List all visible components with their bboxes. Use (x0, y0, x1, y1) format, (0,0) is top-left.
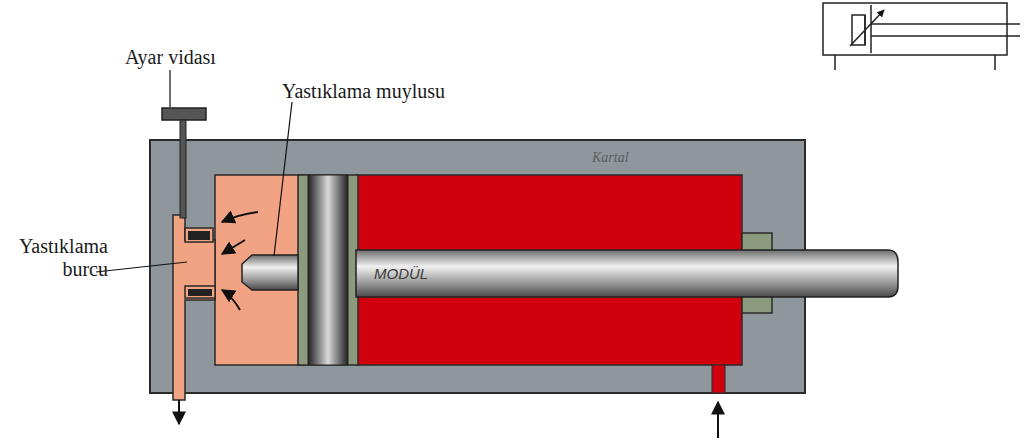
leader-lines (96, 70, 292, 272)
cylinder-symbol (823, 3, 1020, 70)
part-label: Yastıklama burcu (0, 235, 108, 281)
piston-seal (308, 175, 348, 365)
cushion-chamber (215, 175, 305, 365)
inlet-port (712, 365, 725, 393)
inlet-arrow (717, 402, 719, 438)
part-label: Ayar vidası (125, 46, 216, 69)
cushion-spigot (242, 255, 298, 290)
exhaust-arrow (178, 400, 180, 424)
part-label: Yastıklama muylusu (282, 80, 445, 103)
watermark: Kartal (592, 150, 629, 166)
adjust-screw-head (162, 108, 206, 120)
piston-rod (356, 250, 898, 297)
piston (298, 175, 358, 365)
adjust-screw-stem (180, 120, 186, 218)
bushing-port (185, 228, 213, 242)
bushing-port (185, 286, 215, 298)
bushing-insert (188, 289, 212, 296)
bushing-insert (188, 231, 210, 240)
flow-arrows (222, 212, 258, 310)
brand-label: MODÜL (374, 265, 428, 282)
cushion-bushing (173, 215, 215, 400)
